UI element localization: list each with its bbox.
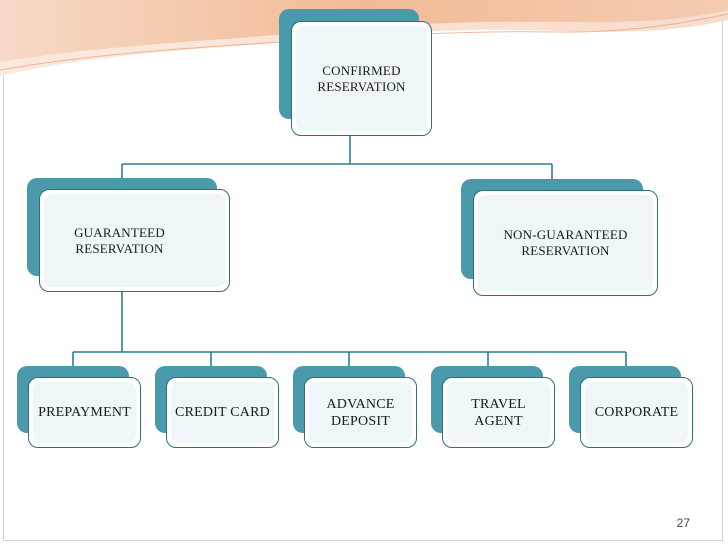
node-non-guaranteed-reservation: NON-GUARANTEED RESERVATION <box>461 179 658 296</box>
node-label: ADVANCE DEPOSIT <box>326 396 394 430</box>
node-label: GUARANTEED RESERVATION <box>74 225 165 257</box>
node-label: CREDIT CARD <box>175 404 270 421</box>
node-label-line: AGENT <box>474 413 523 429</box>
node-label-line: RESERVATION <box>75 240 164 256</box>
page-number: 27 <box>676 516 690 530</box>
node-label-line: CREDIT CARD <box>175 405 270 420</box>
node-prepayment: PREPAYMENT <box>17 366 141 448</box>
node-label: PREPAYMENT <box>38 404 131 421</box>
node-label-line: RESERVATION <box>521 243 610 258</box>
node-label-line: PREPAYMENT <box>38 405 131 420</box>
node-label-line: NON-GUARANTEED <box>503 227 628 242</box>
node-confirmed-reservation: CONFIRMED RESERVATION <box>279 9 432 136</box>
node-label-line: CORPORATE <box>594 405 679 420</box>
node-guaranteed-reservation: GUARANTEED RESERVATION <box>27 178 230 292</box>
node-label: CORPORATE <box>595 404 678 421</box>
node-label-line: CONFIRMED <box>322 62 401 78</box>
node-travel-agent: TRAVEL AGENT <box>431 366 555 448</box>
node-label-line: DEPOSIT <box>331 413 390 429</box>
node-label: CONFIRMED RESERVATION <box>317 63 405 95</box>
node-credit-card: CREDIT CARD <box>155 366 279 448</box>
node-label-line: TRAVEL <box>471 396 526 412</box>
node-label-line: ADVANCE <box>326 396 395 412</box>
node-corporate: CORPORATE <box>569 366 693 448</box>
node-label-line: RESERVATION <box>317 78 406 94</box>
node-label: NON-GUARANTEED RESERVATION <box>503 227 627 259</box>
node-label-line: GUARANTEED <box>74 224 165 240</box>
node-advance-deposit: ADVANCE DEPOSIT <box>293 366 417 448</box>
node-label: TRAVEL AGENT <box>471 396 526 430</box>
